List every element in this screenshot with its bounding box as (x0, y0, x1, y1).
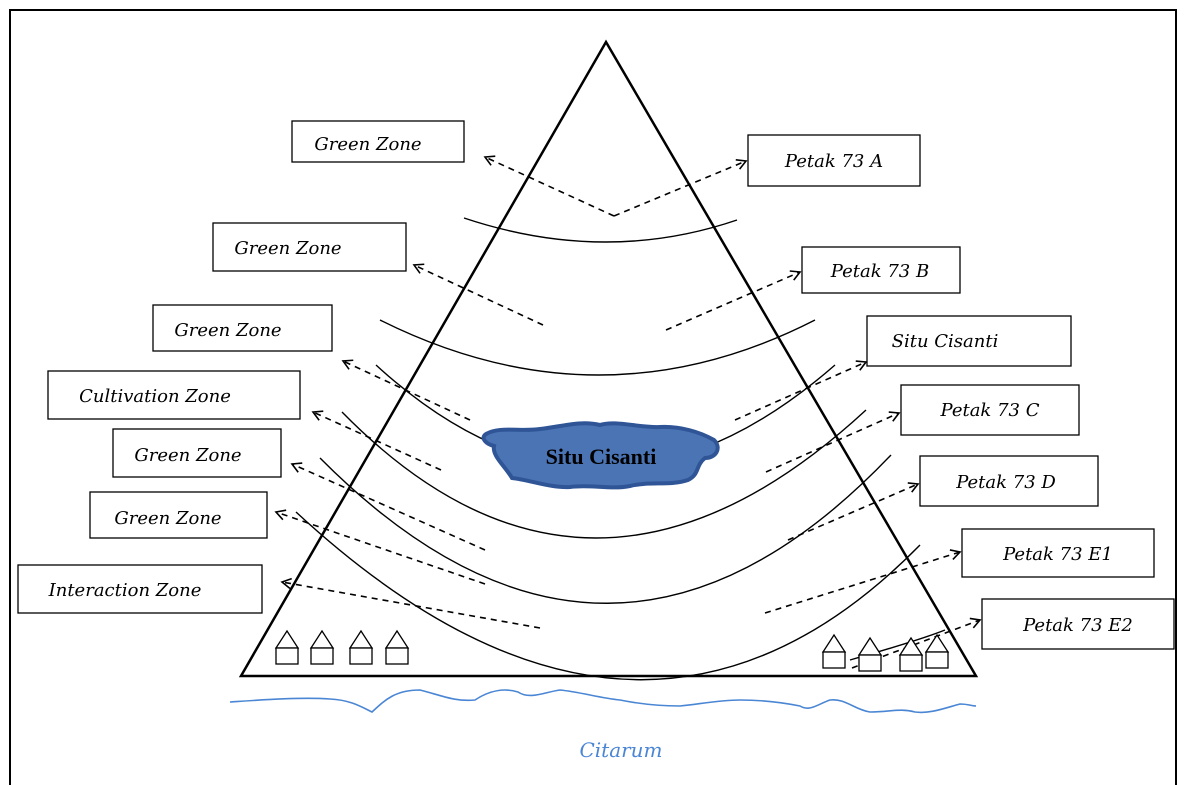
zone-label: Petak 73 E1 (1002, 544, 1113, 565)
house-icon (309, 629, 335, 665)
house-icon (857, 636, 883, 672)
arrow-left-3 (341, 359, 471, 421)
zone-box-right-73d: Petak 73 D (919, 455, 1099, 507)
zone-box-left-green-2: Green Zone (212, 222, 407, 272)
zone-arc-4 (341, 409, 867, 539)
zone-label: Green Zone (314, 134, 421, 155)
zone-arc-6 (295, 511, 921, 681)
zone-box-left-green-5: Green Zone (89, 491, 268, 539)
arrow-left-4 (311, 410, 442, 471)
arrow-left-5 (290, 462, 486, 551)
river-label: Citarum (579, 738, 662, 762)
zone-box-right-73b: Petak 73 B (801, 246, 961, 294)
frame-border (9, 9, 1177, 785)
zone-arc-5 (319, 454, 892, 604)
arrow-right-4 (765, 411, 901, 473)
zone-label: Petak 73 D (955, 472, 1056, 493)
zone-label: Interaction Zone (48, 580, 202, 601)
arrow-right-5 (787, 482, 920, 541)
settlements-left (274, 629, 410, 665)
arrow-right-1 (613, 159, 748, 217)
zone-box-left-green-1: Green Zone (291, 120, 465, 163)
arrow-left-2 (412, 263, 544, 326)
zone-label: Petak 73 C (940, 400, 1040, 421)
house-icon (384, 629, 410, 665)
zone-label: Petak 73 E2 (1022, 615, 1133, 636)
settlements-right (821, 633, 950, 672)
zone-label: Petak 73 A (784, 151, 883, 172)
house-icon (898, 636, 924, 672)
arrow-right-3 (734, 360, 868, 421)
pyramid-triangle (238, 39, 979, 678)
arrow-left-6 (274, 509, 486, 585)
zone-arc-2 (379, 319, 816, 376)
zone-arc-1 (463, 217, 738, 243)
zone-label: Green Zone (174, 320, 281, 341)
zone-box-right-73c: Petak 73 C (900, 384, 1080, 436)
zone-label: Cultivation Zone (79, 386, 231, 407)
house-icon (274, 629, 300, 665)
zone-box-left-green-3: Green Zone (152, 304, 333, 352)
zone-box-left-green-4: Green Zone (112, 428, 282, 478)
arrow-right-2 (665, 270, 802, 331)
zone-box-left-cultivation: Cultivation Zone (47, 370, 301, 420)
lake-shape (481, 421, 720, 490)
zone-box-right-73a: Petak 73 A (747, 134, 921, 187)
zone-label: Situ Cisanti (892, 331, 999, 352)
zone-box-right-73e1: Petak 73 E1 (961, 528, 1155, 578)
house-icon (924, 633, 950, 669)
zone-box-right-situ-cisanti: Situ Cisanti (866, 315, 1072, 367)
lake: Situ Cisanti (481, 421, 720, 490)
arrow-left-1 (483, 155, 615, 217)
zone-label: Green Zone (114, 508, 221, 529)
arrow-left-7 (280, 577, 541, 629)
lake-label: Situ Cisanti (546, 444, 657, 469)
river-line (229, 689, 977, 714)
zone-box-left-interaction: Interaction Zone (17, 564, 263, 614)
zone-box-right-73e2: Petak 73 E2 (981, 598, 1175, 650)
house-icon (821, 633, 847, 669)
zone-label: Petak 73 B (830, 261, 929, 282)
arrow-right-6 (764, 549, 962, 614)
zone-label: Green Zone (134, 445, 241, 466)
zone-label: Green Zone (234, 238, 341, 259)
house-icon (348, 629, 374, 665)
left-arrows (274, 155, 615, 629)
